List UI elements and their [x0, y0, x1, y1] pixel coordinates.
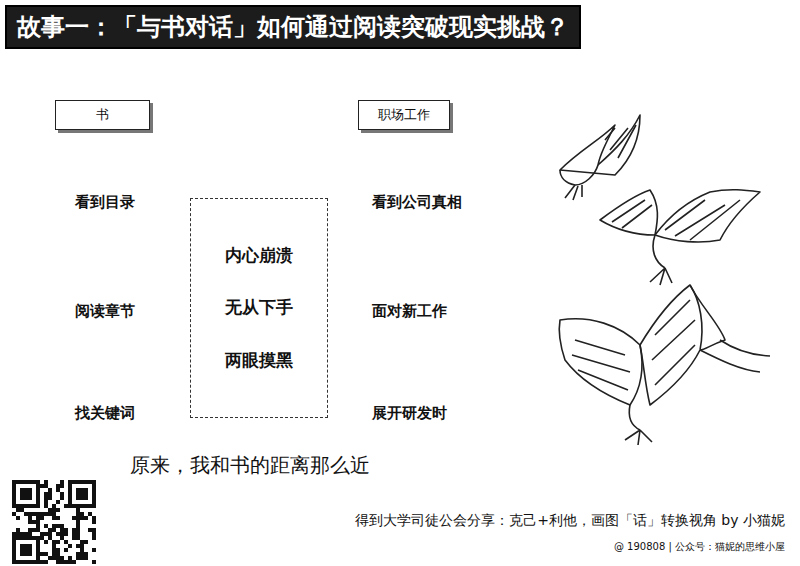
dashed-group-box: 内心崩溃无从下手两眼摸黑 [190, 198, 328, 418]
header-box: 书 [55, 100, 150, 130]
caption: 原来，我和书的距离那么近 [130, 452, 370, 479]
feeling-text: 无从下手 [225, 296, 293, 319]
qr-code [12, 480, 96, 564]
step-label: 找关键词 [75, 404, 135, 423]
header-text: 职场工作 [378, 106, 430, 124]
step-label: 面对新工作 [372, 302, 447, 321]
credit-text: 得到大学司徒公会分享：克己+利他，画图「话」转换视角 by 小猫妮 [355, 512, 785, 530]
header-text: 书 [96, 106, 109, 124]
step-label: 阅读章节 [75, 302, 135, 321]
step-label: 展开研发时 [372, 404, 447, 423]
step-label: 看到目录 [75, 193, 135, 212]
footnote-text: @ 190808 | 公众号：猫妮的思维小屋 [614, 540, 785, 554]
feeling-text: 两眼摸黑 [225, 349, 293, 372]
title-banner: 故事一：「与书对话」如何通过阅读突破现实挑战？ [5, 5, 581, 49]
book-bird-drawing [559, 115, 770, 445]
feeling-text: 内心崩溃 [225, 244, 293, 267]
header-box: 职场工作 [358, 100, 450, 130]
step-label: 看到公司真相 [372, 193, 462, 212]
